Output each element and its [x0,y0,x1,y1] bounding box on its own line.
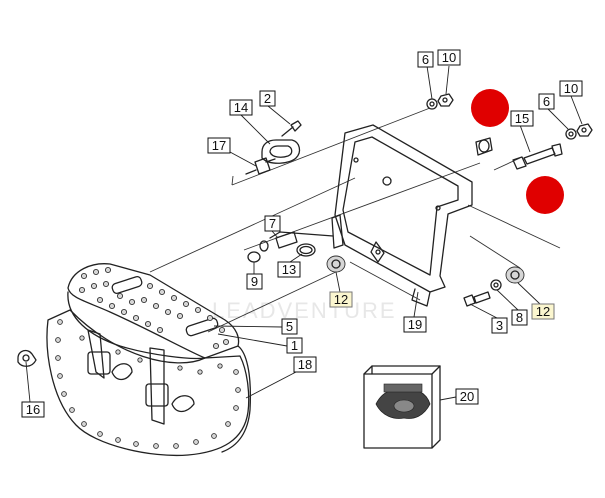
callout-box[interactable]: 15 [510,110,534,127]
callout-box[interactable]: 18 [293,356,317,373]
bolt-3[interactable] [463,291,491,307]
callout-label: 14 [234,100,248,115]
decorative-studs [55,266,241,449]
callout-label: 6 [543,94,550,109]
callout-box[interactable]: 3 [491,317,508,334]
washer-8[interactable] [490,279,502,291]
product-box-20[interactable] [363,365,441,449]
callout-box[interactable]: 19 [403,316,427,333]
callout-box[interactable]: 2 [259,90,276,107]
bolt-15[interactable] [512,143,563,170]
callout-box[interactable]: 8 [511,309,528,326]
callout-label: 10 [564,81,578,96]
callout-box[interactable]: 6 [417,51,434,68]
grommet-12-right[interactable] [505,266,525,284]
callout-label: 12 [334,292,348,307]
callout-label: 10 [442,50,456,65]
washer-6-top[interactable] [426,98,438,110]
screw-2[interactable] [281,120,302,137]
callout-box[interactable]: 9 [246,273,263,290]
highlight-markers [471,89,564,214]
spacer-top-right[interactable] [475,137,493,156]
callout-box[interactable]: 16 [21,401,45,418]
callout-box[interactable]: 12 [329,291,353,308]
callout-label: 3 [496,318,503,333]
red-marker-2 [526,176,564,214]
callout-label: 15 [515,111,529,126]
plate-14[interactable] [261,139,301,164]
callout-box[interactable]: 20 [455,388,479,405]
washer-6-right[interactable] [565,128,577,140]
callout-box[interactable]: 5 [281,318,298,335]
nut-10-top[interactable] [437,93,454,107]
callout-box[interactable]: 7 [264,215,281,232]
callout-label: 8 [516,310,523,325]
clip-16[interactable] [17,349,37,367]
o-ring-13[interactable] [296,243,316,257]
bushing-7[interactable] [259,231,298,252]
callout-label: 6 [422,52,429,67]
callout-box[interactable]: 6 [538,93,555,110]
callout-box[interactable]: 14 [229,99,253,116]
mounting-bracket[interactable] [269,124,473,307]
callout-box[interactable]: 1 [286,337,303,354]
callout-label: 19 [408,317,422,332]
nut-10-right[interactable] [576,123,593,137]
callout-box[interactable]: 10 [559,80,583,97]
callout-label: 17 [212,138,226,153]
callout-label: 20 [460,389,474,404]
callout-label: 12 [536,304,550,319]
red-marker-1 [471,89,509,127]
callout-label: 5 [286,319,293,334]
callout-label: 2 [264,91,271,106]
callout-box[interactable]: 13 [277,261,301,278]
callouts: 6 10 2 14 17 15 6 10 7 13 9 12 5 1 19 3 … [21,49,583,418]
callout-label: 7 [269,216,276,231]
callout-label: 1 [291,338,298,353]
callout-label: 9 [251,274,258,289]
callout-box[interactable]: 12 [531,303,555,320]
stud-17[interactable] [245,157,276,175]
callout-label: 16 [26,402,40,417]
grommet-12-left[interactable] [326,255,346,273]
leader-lines [25,65,583,403]
saddlebag[interactable] [46,263,252,457]
callout-label: 18 [298,357,312,372]
cap-9[interactable] [247,251,261,263]
callout-label: 13 [282,262,296,277]
callout-box[interactable]: 17 [207,137,231,154]
watermark-text: LEADVENTURE [212,298,397,323]
callout-box[interactable]: 10 [437,49,461,66]
